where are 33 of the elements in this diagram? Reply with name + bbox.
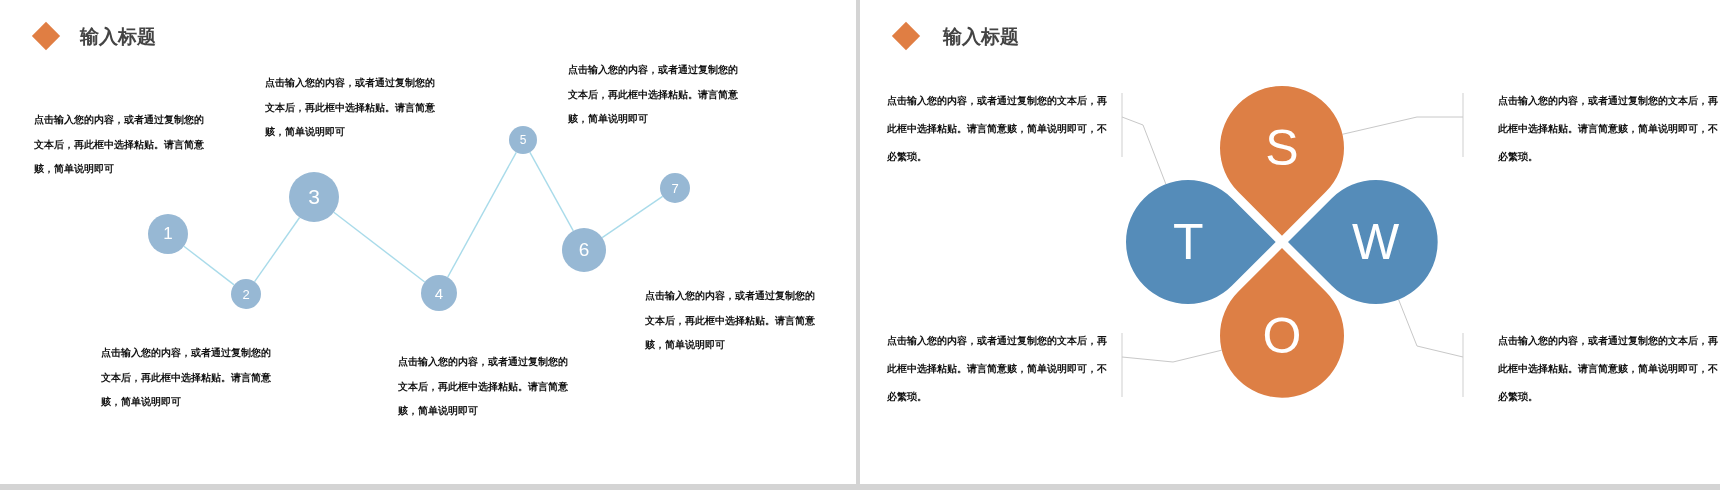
description-text: 点击输入您的内容，或者通过复制您的文本后，再此框中选择粘贴。请言简意赅，简单说明即可 — [645, 289, 816, 352]
description-text: 点击输入您的内容，或者通过复制您的文本后，再此框中选择粘贴。请言简意赅，简单说明即可，不必繁琐。 — [887, 327, 1122, 411]
numbered-circle: 6 — [562, 228, 606, 272]
description-text: 点击输入您的内容，或者通过复制您的文本后，再此框中选择粘贴。请言简意赅，简单说明即可，不必繁琐。 — [887, 87, 1122, 171]
leader-line — [1121, 116, 1167, 185]
teardrop-petal: T — [1126, 180, 1276, 304]
numbered-circle: 4 — [421, 275, 457, 311]
connector-line — [333, 211, 426, 283]
description-text: 点击输入您的内容，或者通过复制您的文本后，再此框中选择粘贴。请言简意赅，简单说明即可，不必繁琐。 — [1463, 87, 1718, 171]
connector-line — [447, 151, 517, 278]
description-text: 点击输入您的内容，或者通过复制您的文本后，再此框中选择粘贴。请言简意赅，简单说明即可 — [568, 63, 739, 126]
leader-line — [1341, 116, 1464, 135]
numbered-circle: 3 — [289, 172, 339, 222]
connector-line — [253, 216, 301, 283]
description-text: 点击输入您的内容，或者通过复制您的文本后，再此框中选择粘贴。请言简意赅，简单说明即可 — [34, 113, 205, 176]
leader-line — [1398, 299, 1464, 358]
teardrop-petal: W — [1288, 180, 1438, 304]
connector-line — [529, 151, 574, 232]
teardrop-petal: O — [1220, 248, 1344, 398]
description-text: 点击输入您的内容，或者通过复制您的文本后，再此框中选择粘贴。请言简意赅，简单说明即可 — [101, 346, 272, 409]
leader-line — [1121, 349, 1223, 363]
description-text: 点击输入您的内容，或者通过复制您的文本后，再此框中选择粘贴。请言简意赅，简单说明即可，不必繁琐。 — [1463, 327, 1718, 411]
description-text: 点击输入您的内容，或者通过复制您的文本后，再此框中选择粘贴。请言简意赅，简单说明即可 — [265, 76, 436, 139]
connector-line — [601, 195, 664, 239]
numbered-circle: 5 — [509, 126, 537, 154]
teardrop-petal: S — [1220, 86, 1344, 236]
connector-line — [183, 245, 235, 286]
description-text: 点击输入您的内容，或者通过复制您的文本后，再此框中选择粘贴。请言简意赅，简单说明即可 — [398, 355, 569, 418]
slide-title: 输入标题 — [80, 24, 156, 49]
numbered-circle: 2 — [231, 279, 261, 309]
numbered-circle: 1 — [148, 214, 188, 254]
slide-title: 输入标题 — [943, 24, 1019, 49]
numbered-circle: 7 — [660, 173, 690, 203]
